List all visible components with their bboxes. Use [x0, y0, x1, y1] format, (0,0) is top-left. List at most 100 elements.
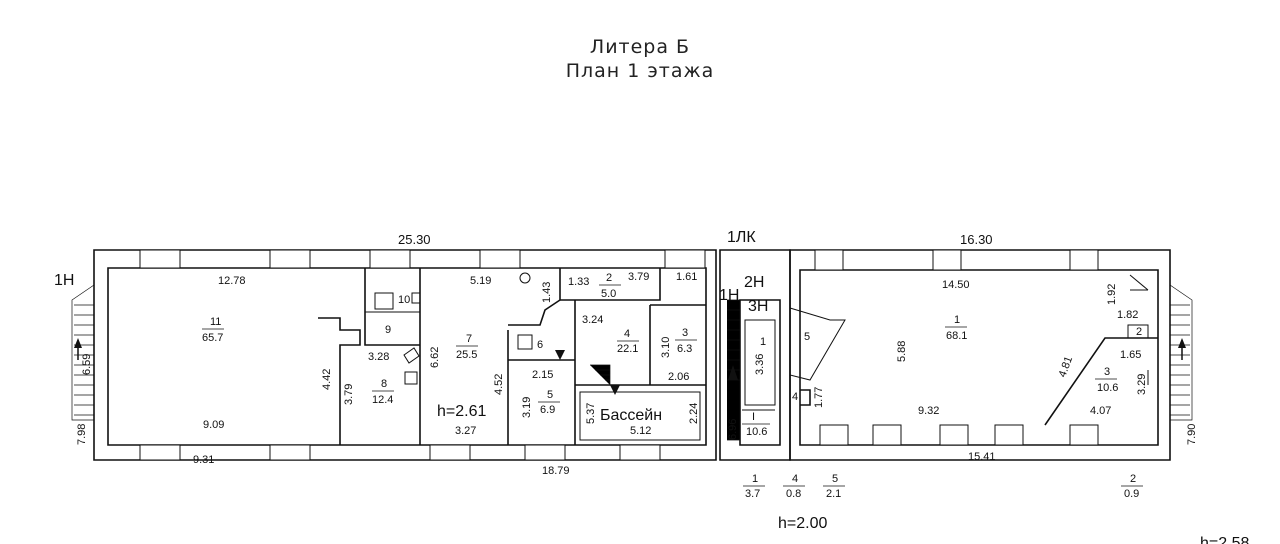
svg-text:3.7: 3.7: [745, 488, 760, 500]
room-label-6: 6: [537, 339, 543, 351]
dim-left-height: 6.59: [81, 354, 93, 375]
svg-text:I: I: [752, 411, 755, 423]
pool-label: Бассейн: [600, 407, 662, 424]
dim-right-329: 3.29: [1136, 374, 1148, 395]
room-label-3-right: 3 10.6: [1095, 366, 1118, 394]
angled-fixture: [789, 307, 846, 381]
svg-text:10.6: 10.6: [1097, 382, 1118, 394]
svg-text:1: 1: [760, 336, 766, 348]
dim-room8-w: 3.28: [368, 351, 389, 363]
room-label-2-right: 2: [1136, 326, 1142, 338]
room-label-8: 8 12.4: [372, 378, 394, 406]
svg-text:65.7: 65.7: [202, 332, 223, 344]
svg-text:0.8: 0.8: [786, 488, 801, 500]
room-label-4: 4 22.1: [617, 328, 639, 355]
legend-item-1: 1 3.7: [743, 473, 765, 500]
dim-room5-h: 3.19: [521, 397, 533, 418]
room-label-I: I 10.6: [742, 411, 770, 438]
wall-room-small-left: [800, 389, 811, 406]
dim-pool-w: 5.12: [630, 425, 651, 437]
svg-text:4: 4: [792, 473, 798, 485]
svg-text:10: 10: [398, 294, 410, 306]
room-label-11: 11 65.7: [202, 316, 224, 344]
dim-right-bottom: 15.41: [968, 451, 996, 463]
room-label-9: 9: [385, 324, 391, 336]
dim-room7-top: 5.19: [470, 275, 491, 287]
stair-inner: [555, 350, 620, 395]
marker-3n: 3Н: [748, 298, 768, 315]
svg-text:3: 3: [682, 327, 688, 339]
svg-text:0.9: 0.9: [1124, 488, 1139, 500]
dim-right-192: 1.92: [1106, 284, 1118, 305]
dim-left-outer-height: 7.98: [76, 424, 88, 445]
svg-text:2.1: 2.1: [826, 488, 841, 500]
svg-text:10.6: 10.6: [746, 426, 767, 438]
room-label-1-stair: 1: [760, 336, 766, 348]
marker-left-entry: 1Н: [54, 272, 74, 289]
room-label-3: 3 6.3: [675, 327, 697, 355]
dim-room11-bottom: 9.09: [203, 419, 224, 431]
dim-room8-h: 3.79: [343, 384, 355, 405]
room-label-10: 10: [398, 294, 410, 306]
wall-room10-9: [364, 268, 420, 346]
height-label-corner: h=2.58: [1200, 535, 1249, 544]
svg-text:5: 5: [832, 473, 838, 485]
room-label-7: 7 25.5: [456, 333, 478, 361]
svg-text:1: 1: [752, 473, 758, 485]
wall-room3-box: [649, 304, 706, 385]
wall-room11-right: [318, 317, 361, 445]
svg-text:2: 2: [1130, 473, 1136, 485]
dim-room6-bottom: 2.15: [532, 369, 553, 381]
dim-right-407: 4.07: [1090, 405, 1111, 417]
svg-text:3: 3: [1104, 366, 1110, 378]
outer-wall-left-block: [93, 249, 717, 461]
svg-text:6.9: 6.9: [540, 404, 555, 416]
dim-right-182: 1.82: [1117, 309, 1138, 321]
dim-room1-bottom: 9.32: [918, 405, 939, 417]
svg-text:25.5: 25.5: [456, 349, 477, 361]
wall-room2-right: [1127, 324, 1149, 339]
dim-middle-bottom: 18.79: [542, 465, 570, 477]
stair-1lk: [727, 299, 741, 441]
svg-text:4: 4: [792, 391, 798, 403]
svg-text:1: 1: [954, 314, 960, 326]
svg-text:8: 8: [381, 378, 387, 390]
dim-right-481: 4.81: [1057, 355, 1076, 379]
dim-stair-left: 6.96: [727, 419, 739, 440]
svg-text:12.4: 12.4: [372, 394, 393, 406]
room-label-4-small: 4: [792, 391, 798, 403]
room-label-5-small: 5: [804, 331, 810, 343]
dim-room7-right: 4.52: [493, 374, 505, 395]
room-label-1: 1 68.1: [945, 314, 967, 342]
dim-left-outer-bottom: 9.31: [193, 454, 214, 466]
dim-room2-left: 1.33: [568, 276, 589, 288]
height-label-bottom: h=2.00: [778, 515, 827, 532]
svg-text:4: 4: [624, 328, 630, 340]
legend-item-2: 2 0.9: [1121, 473, 1143, 500]
svg-text:68.1: 68.1: [946, 330, 967, 342]
pool-outline: [579, 391, 701, 441]
dim-room11-top: 12.78: [218, 275, 246, 287]
outer-wall-right-block: [789, 249, 1171, 461]
wall-room6-box: [508, 268, 561, 326]
svg-text:5.0: 5.0: [601, 288, 616, 300]
dim-stair-h: 3.36: [754, 354, 766, 375]
dim-room3-h: 3.10: [660, 337, 672, 358]
marker-1n: 1Н: [719, 287, 739, 304]
dim-pool-h-right: 2.24: [688, 403, 700, 424]
marker-1lk: 1ЛК: [727, 229, 756, 246]
windows: [139, 249, 1099, 461]
dim-corr-143: 1.43: [541, 282, 553, 303]
legend-item-5: 5 2.1: [823, 473, 845, 500]
svg-text:9: 9: [385, 324, 391, 336]
svg-text:6: 6: [537, 339, 543, 351]
dim-room4-top: 3.24: [582, 314, 603, 326]
svg-text:11: 11: [210, 316, 221, 328]
dim-small-161: 1.61: [676, 271, 697, 283]
svg-text:5: 5: [547, 389, 553, 401]
svg-text:2: 2: [606, 272, 612, 284]
dim-room8-left: 4.42: [321, 369, 333, 390]
dim-room7-h: 6.62: [429, 347, 441, 368]
fixtures: [374, 272, 1149, 385]
